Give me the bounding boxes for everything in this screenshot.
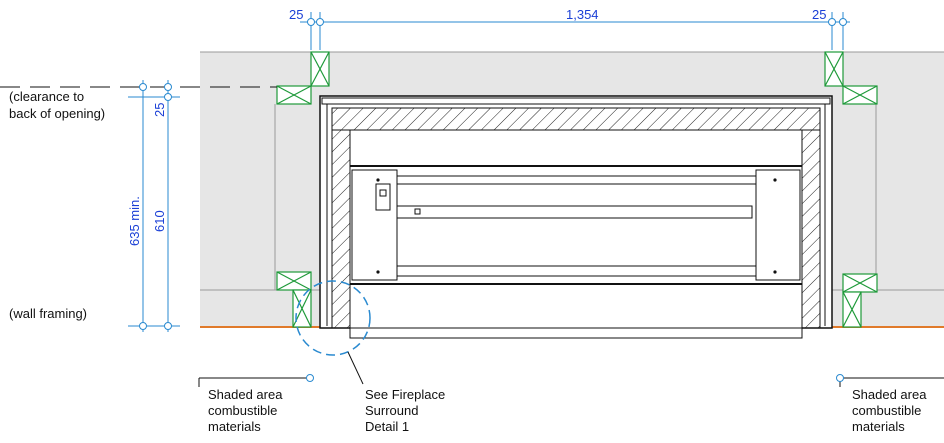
surround-line1: See Fireplace (365, 387, 445, 402)
surround-line3: Detail 1 (365, 419, 409, 434)
dim-left-offset: 25 (289, 7, 303, 22)
wall-framing-note: (wall framing) (9, 306, 87, 321)
shaded-left-line1: Shaded area (208, 387, 283, 402)
dim-framing-height: 610 (152, 210, 167, 232)
dim-total-height: 635 min. (127, 196, 142, 246)
shaded-right-line3: materials (852, 419, 905, 434)
dim-width: 1,354 (566, 7, 599, 22)
clearance-note-line2: back of opening) (9, 106, 105, 121)
surround-line2: Surround (365, 403, 418, 418)
fireplace-unit (319, 95, 833, 339)
shaded-left-line2: combustible (208, 403, 277, 418)
dim-top-clearance: 25 (152, 103, 167, 117)
shaded-left-line3: materials (208, 419, 261, 434)
shaded-right-line2: combustible (852, 403, 921, 418)
left-dimension-lines (128, 80, 180, 332)
x-block-icon (276, 51, 878, 328)
dim-right-offset: 25 (812, 7, 826, 22)
shaded-area-top (320, 52, 840, 96)
shaded-right-line1: Shaded area (852, 387, 927, 402)
clearance-note-line1: (clearance to (9, 89, 84, 104)
top-dimension-line (300, 12, 850, 50)
surround-callout-circle (295, 280, 371, 356)
